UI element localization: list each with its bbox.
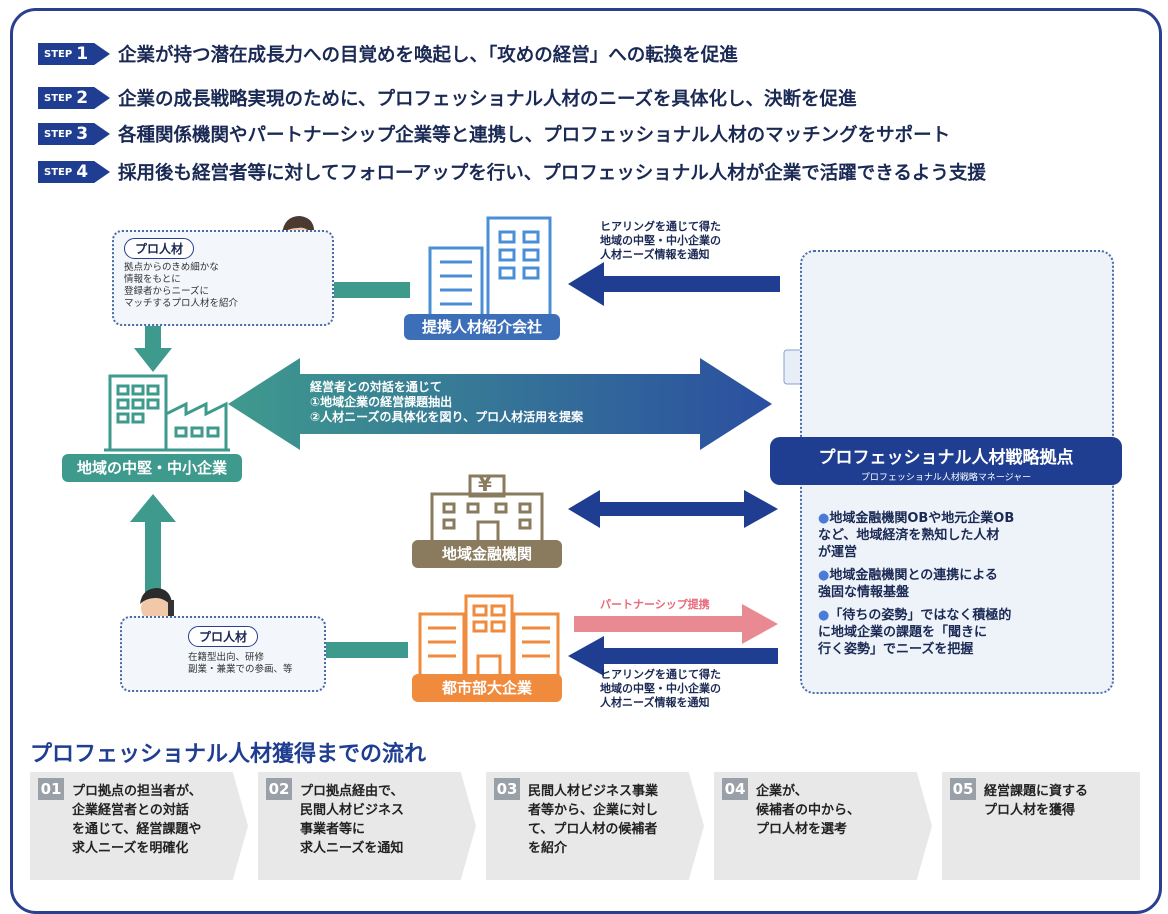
- flow-step-04-num: 04: [722, 778, 748, 800]
- flow-step-02-text: プロ拠点経由で、民間人材ビジネス事業者等に求人ニーズを通知: [300, 784, 405, 856]
- hub-subtitle: プロフェッショナル人材戦略マネージャー: [860, 473, 1032, 483]
- flow-step-01-text: プロ拠点の担当者が、企業経営者との対話を通じて、経営課題や求人ニーズを明確化: [72, 784, 202, 856]
- arrow-pro-to-sme: [134, 322, 172, 372]
- flow-step-05-num: 05: [950, 778, 976, 800]
- connector-pro-agency: [330, 282, 410, 298]
- step-2-text: 企業の成長戦略実現のために、プロフェッショナル人材のニーズを具体化し、決断を促進: [118, 89, 857, 110]
- partnership-text: パートナーシップ提携: [600, 598, 710, 611]
- flow-step-04-text: 企業が、候補者の中から、プロ人材を選考: [756, 784, 861, 837]
- hub-title: プロフェッショナル人材戦略拠点: [818, 448, 1074, 468]
- hub-title-box: プロフェッショナル人材戦略拠点 プロフェッショナル人材戦略マネージャー: [770, 437, 1122, 485]
- hub-bullet-2: ●地域金融機関との連携による強固な情報基盤: [818, 568, 998, 600]
- bank-yen-symbol: ¥: [478, 472, 492, 496]
- flow-step-03-text: 民間人材ビジネス事業者等から、企業に対して、プロ人材の候補者を紹介: [528, 784, 659, 856]
- pro-callout-bottom: プロ人材 在籍型出向、研修副業・兼業での参画、等: [120, 616, 326, 692]
- agency-label: 提携人材紹介会社: [404, 314, 560, 340]
- pro-tag-top: プロ人材: [124, 238, 195, 259]
- flow-step-05: 05 経営課題に資するプロ人材を獲得: [942, 772, 1140, 880]
- step-4-text: 採用後も経営者等に対してフォローアップを行い、プロフェッショナル人材が企業で活躍…: [118, 163, 986, 184]
- arrow-bank-hub: [568, 490, 778, 528]
- pro-tag-bottom: プロ人材: [188, 626, 259, 647]
- arrow-hub-to-agency: [568, 262, 780, 306]
- pro-bottom-description: 在籍型出向、研修副業・兼業での参画、等: [188, 652, 293, 675]
- flow-step-04: 04 企業が、候補者の中から、プロ人材を選考: [714, 772, 932, 880]
- sme-factory-icon: [104, 374, 230, 452]
- bigcorp-label: 都市部大企業: [412, 674, 562, 702]
- agency-building-icon: [428, 216, 552, 318]
- flow-step-03: 03 民間人材ビジネス事業者等から、企業に対して、プロ人材の候補者を紹介: [486, 772, 704, 880]
- hub-bullet-3: ●「待ちの姿勢」ではなく積極的に地域企業の課題を「聞きに行く姿勢」でニーズを把握: [818, 608, 1012, 657]
- bigcorp-building-icon: [418, 594, 560, 678]
- dialogue-double-arrow: [228, 358, 772, 450]
- flow-step-02: 02 プロ拠点経由で、民間人材ビジネス事業者等に求人ニーズを通知: [258, 772, 476, 880]
- flow-title: プロフェッショナル人材獲得までの流れ: [30, 742, 427, 767]
- connector-pro-bigcorp: [320, 642, 408, 658]
- pro-top-description: 拠点からのきめ細かな情報をもとに登録者からニーズにマッチするプロ人材を紹介: [124, 262, 239, 309]
- bank-label: 地域金融機関: [412, 540, 562, 568]
- flow-step-01-num: 01: [38, 778, 64, 800]
- hearing-text-top: ヒアリングを通じて得た地域の中堅・中小企業の人材ニーズ情報を通知: [600, 220, 721, 261]
- arrow-partnership: [574, 604, 778, 644]
- flow-step-03-num: 03: [494, 778, 520, 800]
- flow-step-01: 01 プロ拠点の担当者が、企業経営者との対話を通じて、経営課題や求人ニーズを明確…: [30, 772, 248, 880]
- sme-label: 地域の中堅・中小企業: [62, 454, 242, 482]
- pro-callout-top: プロ人材 拠点からのきめ細かな情報をもとに登録者からニーズにマッチするプロ人材を…: [112, 230, 334, 326]
- step-1-text: 企業が持つ潜在成長力への目覚めを喚起し、「攻めの経営」への転換を促進: [118, 45, 738, 66]
- flow-step-02-num: 02: [266, 778, 292, 800]
- arrow-hub-to-bigcorp: [568, 636, 778, 676]
- flow-step-05-text: 経営課題に資するプロ人材を獲得: [984, 784, 1089, 818]
- step-3-text: 各種関係機関やパートナーシップ企業等と連携し、プロフェッショナル人材のマッチング…: [118, 125, 951, 146]
- hearing-text-bottom: ヒアリングを通じて得た地域の中堅・中小企業の人材ニーズ情報を通知: [600, 668, 721, 709]
